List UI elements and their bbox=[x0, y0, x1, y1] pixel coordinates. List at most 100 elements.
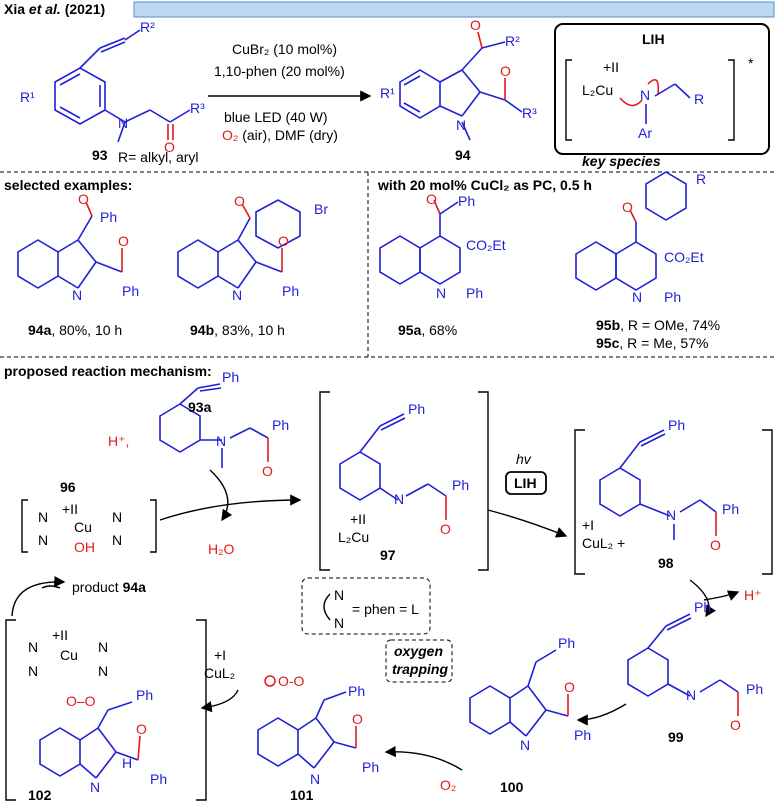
arrow-100-101 bbox=[384, 745, 463, 771]
structure-100 bbox=[469, 649, 569, 737]
lih-title: LIH bbox=[642, 31, 665, 47]
co2et-95a: CO₂Et bbox=[466, 237, 506, 253]
n-102-d: N bbox=[98, 663, 108, 679]
ph-98: Ph bbox=[668, 417, 685, 433]
n-102-c: N bbox=[98, 639, 108, 655]
cu-96: Cu bbox=[74, 519, 92, 535]
ox-97: +II bbox=[350, 511, 366, 527]
bracket-102-left bbox=[5, 619, 16, 801]
caption-95b: 95b, R = OMe, 74% bbox=[596, 317, 720, 333]
bracket-96-right bbox=[150, 499, 157, 553]
phen-n1: N bbox=[334, 587, 344, 603]
n-101: N bbox=[310, 771, 320, 787]
lih-badge-text: LIH bbox=[514, 475, 537, 491]
o-99: O bbox=[730, 717, 741, 733]
bracket-98-right bbox=[762, 429, 773, 575]
structure-94b bbox=[177, 199, 301, 289]
caption-95a: 95a, 68% bbox=[398, 322, 457, 338]
structure-93a bbox=[159, 383, 269, 468]
label-94: 94 bbox=[455, 147, 471, 163]
bracket-97-left bbox=[319, 391, 330, 571]
o-94b-1: O bbox=[234, 193, 245, 209]
structure-95b bbox=[575, 171, 687, 291]
oo-102: O–O bbox=[66, 693, 96, 709]
ph-100: Ph bbox=[558, 635, 575, 651]
oo-101: O-O bbox=[278, 673, 305, 689]
arrow-101-102 bbox=[200, 689, 239, 713]
cu-102: Cu bbox=[60, 647, 78, 663]
label-100: 100 bbox=[500, 779, 524, 795]
starting-material-93 bbox=[54, 29, 191, 143]
structure-94a bbox=[17, 201, 123, 289]
arrow-97-98 bbox=[487, 509, 568, 538]
ph-94a-2: Ph bbox=[122, 283, 139, 299]
phen-legend-box bbox=[301, 577, 431, 635]
ph-102-2: Ph bbox=[150, 771, 167, 787]
ph-94a-1: Ph bbox=[100, 209, 117, 225]
h-out: H⁺ bbox=[744, 587, 762, 603]
h-102: H bbox=[122, 755, 132, 771]
n-102: N bbox=[90, 779, 100, 795]
r2-product: R² bbox=[505, 33, 520, 49]
label-93: 93 bbox=[92, 147, 108, 163]
caption-95c: 95c, R = Me, 57% bbox=[596, 335, 708, 351]
structure-97 bbox=[339, 413, 447, 520]
o-product-a: O bbox=[470, 17, 481, 33]
arrow-water bbox=[209, 469, 233, 522]
label-98: 98 bbox=[658, 555, 674, 571]
o-95b: O bbox=[622, 199, 633, 215]
o-97: O bbox=[440, 521, 451, 537]
n-atom: N bbox=[118, 115, 128, 131]
co2et-95b: CO₂Et bbox=[664, 249, 704, 265]
n-96-b: N bbox=[38, 532, 48, 548]
n-94b: N bbox=[232, 287, 242, 303]
lih-bracket-right bbox=[728, 59, 735, 141]
o-100: O bbox=[564, 679, 575, 695]
label-97: 97 bbox=[380, 547, 396, 563]
o-102: O bbox=[136, 721, 147, 737]
lih-badge bbox=[505, 471, 547, 495]
oh-96: OH bbox=[74, 539, 95, 555]
caption-94a: 94a, 80%, 10 h bbox=[28, 322, 122, 338]
o2-in: O₂ bbox=[440, 777, 456, 793]
cul2-98: CuL₂ + bbox=[582, 535, 625, 551]
oxygen-trap-line1: oxygen bbox=[394, 643, 443, 659]
arrow-product-stub bbox=[41, 585, 61, 589]
oxygen-trapping-box bbox=[385, 639, 453, 683]
n-102-a: N bbox=[28, 639, 38, 655]
ph-94b: Ph bbox=[282, 283, 299, 299]
n-96-a: N bbox=[38, 509, 48, 525]
br-94b: Br bbox=[314, 201, 328, 217]
caption-94b: 94b, 83%, 10 h bbox=[190, 322, 285, 338]
bracket-102-right bbox=[196, 619, 207, 801]
ox-96: +II bbox=[62, 501, 78, 517]
phen-n2: N bbox=[334, 615, 344, 631]
ph-101: Ph bbox=[348, 683, 365, 699]
n-96-d: N bbox=[112, 532, 122, 548]
lih-caption: key species bbox=[582, 153, 661, 169]
cond-phen: 1,10-phen (20 mol%) bbox=[214, 63, 345, 79]
label-99: 99 bbox=[668, 729, 684, 745]
o-atom: O bbox=[164, 139, 175, 155]
bracket-97-right bbox=[478, 391, 489, 571]
ph-99: Ph bbox=[694, 599, 711, 615]
n-95a: N bbox=[436, 285, 446, 301]
n-93a: N bbox=[216, 433, 226, 449]
ph-99-2: Ph bbox=[746, 681, 763, 697]
product-out: product 94a bbox=[72, 579, 146, 595]
ph-97-2: Ph bbox=[452, 477, 469, 493]
label-93a: 93a bbox=[188, 399, 212, 415]
examples-heading-2: with 20 mol% CuCl₂ as PC, 0.5 h bbox=[377, 177, 592, 193]
structure-99 bbox=[627, 613, 739, 716]
ph-95b: Ph bbox=[664, 289, 681, 305]
o-93a: O bbox=[262, 463, 273, 479]
ph-95a-1: Ph bbox=[458, 193, 475, 209]
lih-l2cu: L₂Cu bbox=[582, 82, 613, 98]
header-bar bbox=[133, 1, 775, 18]
ph-93a: Ph bbox=[222, 369, 239, 385]
ph-98-2: Ph bbox=[722, 501, 739, 517]
lih-box bbox=[554, 23, 770, 155]
o-94a-1: O bbox=[78, 191, 89, 207]
radical-101 bbox=[264, 675, 276, 687]
